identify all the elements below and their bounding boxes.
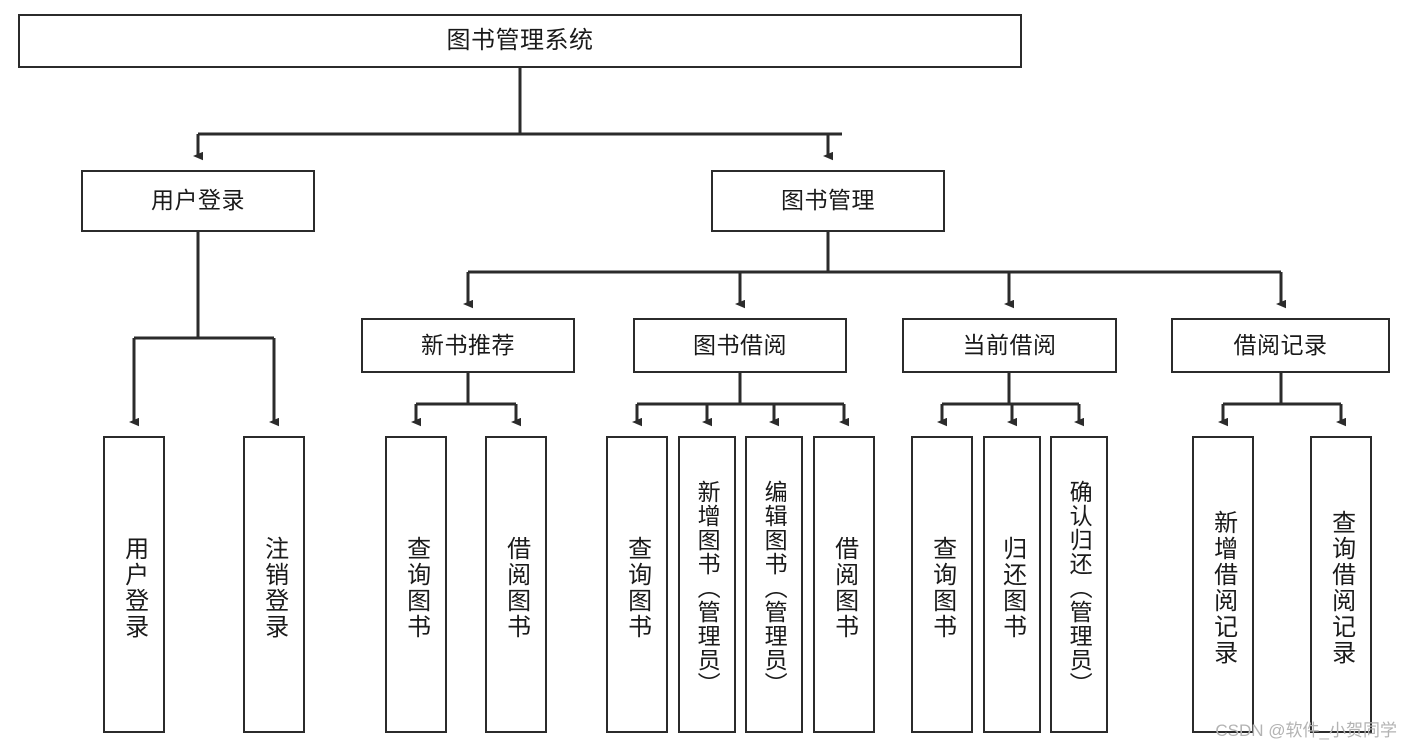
node-user-login-label: 用户登录 bbox=[151, 187, 245, 214]
node-leaf-confirm-return-admin-label: 确认归还（管理员） bbox=[1066, 479, 1093, 696]
node-current-borrow[interactable]: 当前借阅 bbox=[902, 318, 1117, 373]
node-leaf-user-logout-label: 注销登录 bbox=[260, 535, 288, 640]
node-leaf-user-logout[interactable]: 注销登录 bbox=[243, 436, 305, 733]
node-book-borrow[interactable]: 图书借阅 bbox=[633, 318, 847, 373]
node-leaf-borrow-book-1[interactable]: 借阅图书 bbox=[485, 436, 547, 733]
node-new-book-rec-label: 新书推荐 bbox=[421, 331, 515, 358]
node-book-manage-label: 图书管理 bbox=[781, 187, 875, 214]
node-leaf-add-book-admin[interactable]: 新增图书（管理员） bbox=[678, 436, 736, 733]
node-leaf-query-book-3-label: 查询图书 bbox=[928, 535, 956, 640]
node-leaf-query-book-2-label: 查询图书 bbox=[623, 535, 651, 640]
node-leaf-query-book-1-label: 查询图书 bbox=[402, 535, 430, 640]
node-borrow-record[interactable]: 借阅记录 bbox=[1171, 318, 1390, 373]
node-leaf-borrow-book-1-label: 借阅图书 bbox=[502, 535, 530, 640]
node-leaf-edit-book-admin-label: 编辑图书（管理员） bbox=[761, 479, 788, 696]
node-leaf-query-book-2[interactable]: 查询图书 bbox=[606, 436, 668, 733]
node-leaf-edit-book-admin[interactable]: 编辑图书（管理员） bbox=[745, 436, 803, 733]
node-root-label: 图书管理系统 bbox=[446, 26, 594, 54]
node-leaf-confirm-return-admin[interactable]: 确认归还（管理员） bbox=[1050, 436, 1108, 733]
node-leaf-query-book-3[interactable]: 查询图书 bbox=[911, 436, 973, 733]
node-new-book-rec[interactable]: 新书推荐 bbox=[361, 318, 575, 373]
node-leaf-add-book-admin-label: 新增图书（管理员） bbox=[694, 479, 721, 696]
node-leaf-query-borrow-record-label: 查询借阅记录 bbox=[1327, 509, 1355, 666]
node-root[interactable]: 图书管理系统 bbox=[18, 14, 1022, 68]
csdn-watermark: CSDN @软件_小贺同学 bbox=[1215, 721, 1397, 740]
node-leaf-user-login[interactable]: 用户登录 bbox=[103, 436, 165, 733]
node-leaf-return-book-label: 归还图书 bbox=[998, 535, 1026, 640]
node-book-manage[interactable]: 图书管理 bbox=[711, 170, 945, 232]
node-leaf-query-borrow-record[interactable]: 查询借阅记录 bbox=[1310, 436, 1372, 733]
node-leaf-return-book[interactable]: 归还图书 bbox=[983, 436, 1041, 733]
node-leaf-add-borrow-record[interactable]: 新增借阅记录 bbox=[1192, 436, 1254, 733]
node-book-borrow-label: 图书借阅 bbox=[693, 331, 787, 358]
node-user-login[interactable]: 用户登录 bbox=[81, 170, 315, 232]
node-leaf-user-login-label: 用户登录 bbox=[120, 535, 148, 640]
node-borrow-record-label: 借阅记录 bbox=[1233, 331, 1328, 358]
node-current-borrow-label: 当前借阅 bbox=[962, 331, 1057, 358]
node-leaf-query-book-1[interactable]: 查询图书 bbox=[385, 436, 447, 733]
node-leaf-borrow-book-2[interactable]: 借阅图书 bbox=[813, 436, 875, 733]
node-leaf-borrow-book-2-label: 借阅图书 bbox=[830, 535, 858, 640]
node-leaf-add-borrow-record-label: 新增借阅记录 bbox=[1209, 509, 1237, 666]
